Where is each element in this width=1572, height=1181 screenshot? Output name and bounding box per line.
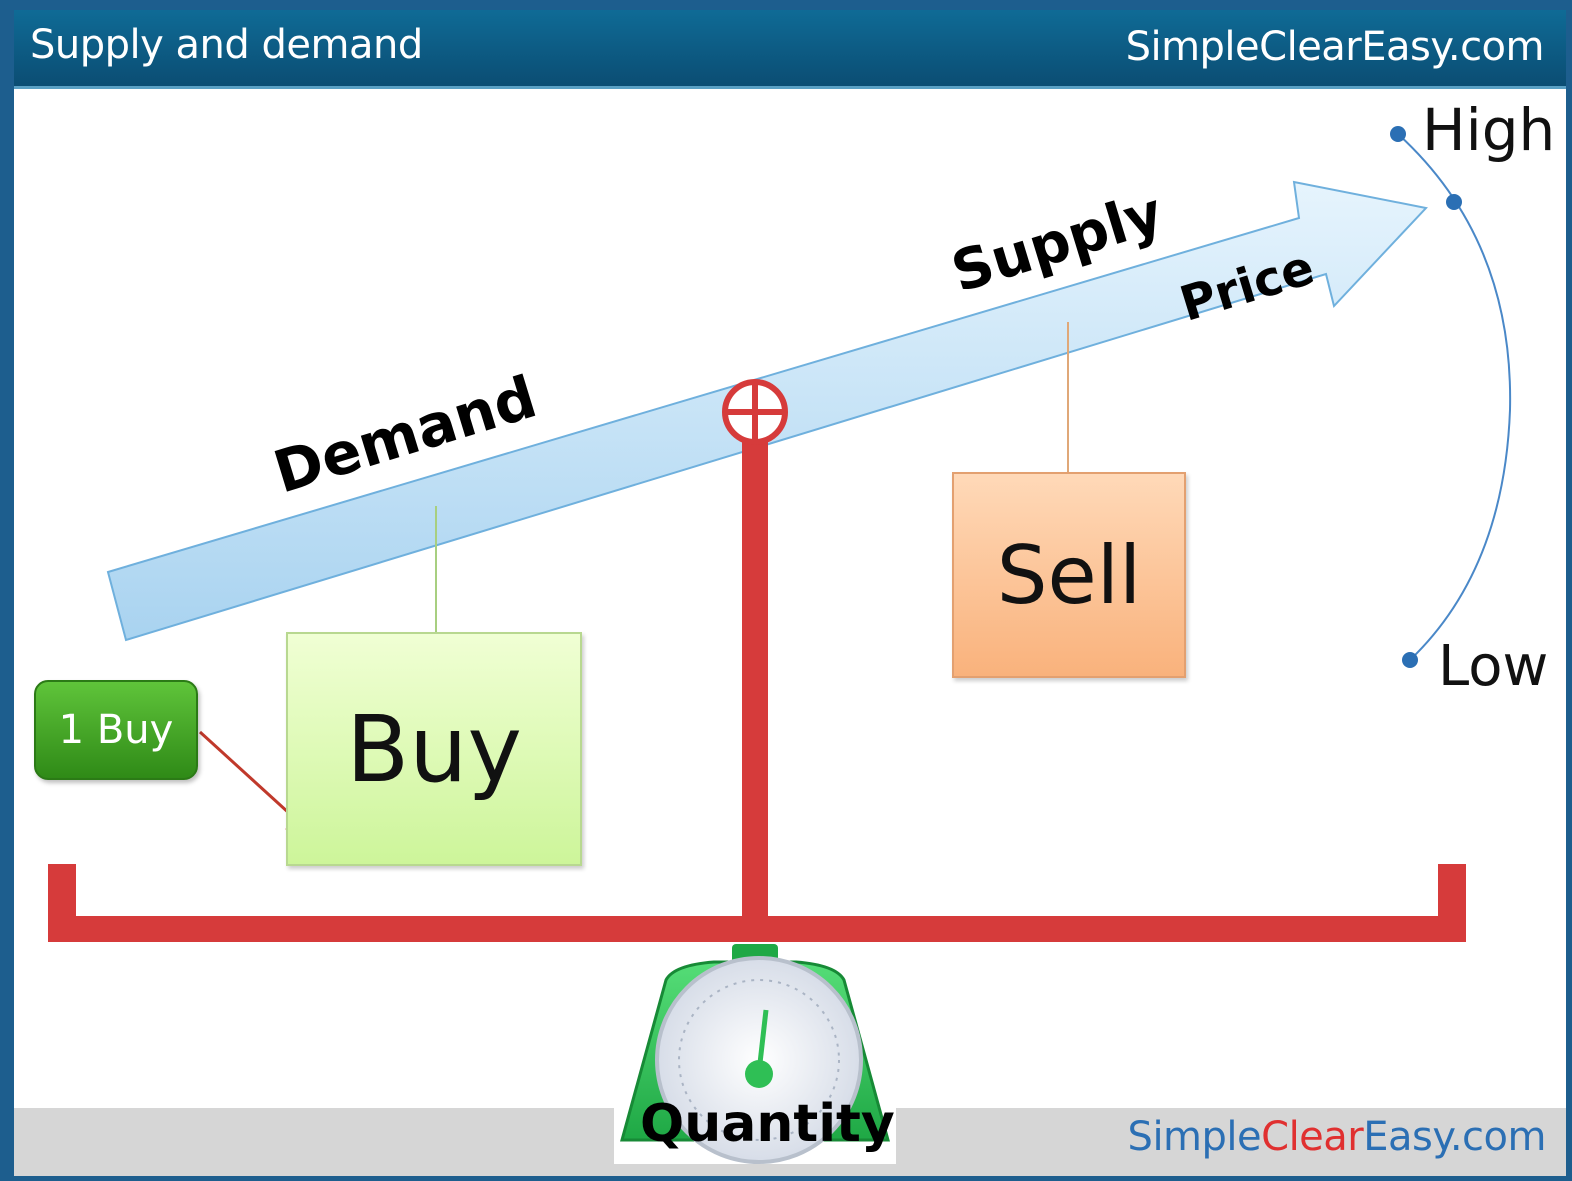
- footer-brand: SimpleClearEasy.com: [1127, 1114, 1547, 1160]
- crosshair-circle-icon: [722, 379, 788, 445]
- pivot-pole: [742, 438, 768, 928]
- low-label: Low: [1438, 634, 1549, 699]
- low-dot: [1402, 652, 1418, 668]
- beam-left-stop: [48, 864, 76, 924]
- diagram-canvas: [48, 126, 1512, 1164]
- header-bar: Supply and demand SimpleClearEasy.com: [14, 10, 1566, 89]
- balance-beam: [48, 916, 1466, 942]
- current-price-dot: [1446, 194, 1462, 210]
- high-dot: [1390, 126, 1406, 142]
- slide: Supply and demand SimpleClearEasy.com Si…: [14, 10, 1566, 1176]
- weighing-scale-icon: [614, 944, 896, 1164]
- footer-brand-easy: Easy.com: [1363, 1114, 1546, 1160]
- quantity-label: Quantity: [640, 1094, 895, 1154]
- buy-count-tag: 1 Buy: [34, 680, 198, 780]
- footer-brand-clear: Clear: [1261, 1114, 1364, 1160]
- footer-brand-simple: Simple: [1127, 1114, 1262, 1160]
- slide-title: Supply and demand: [30, 22, 423, 68]
- high-label: High: [1422, 96, 1556, 164]
- header-brand: SimpleClearEasy.com: [1125, 24, 1545, 70]
- footer-bar: SimpleClearEasy.com: [14, 1108, 1566, 1176]
- sell-box: Sell: [952, 472, 1186, 678]
- beam-right-stop: [1438, 864, 1466, 924]
- buy-box: Buy: [286, 632, 582, 866]
